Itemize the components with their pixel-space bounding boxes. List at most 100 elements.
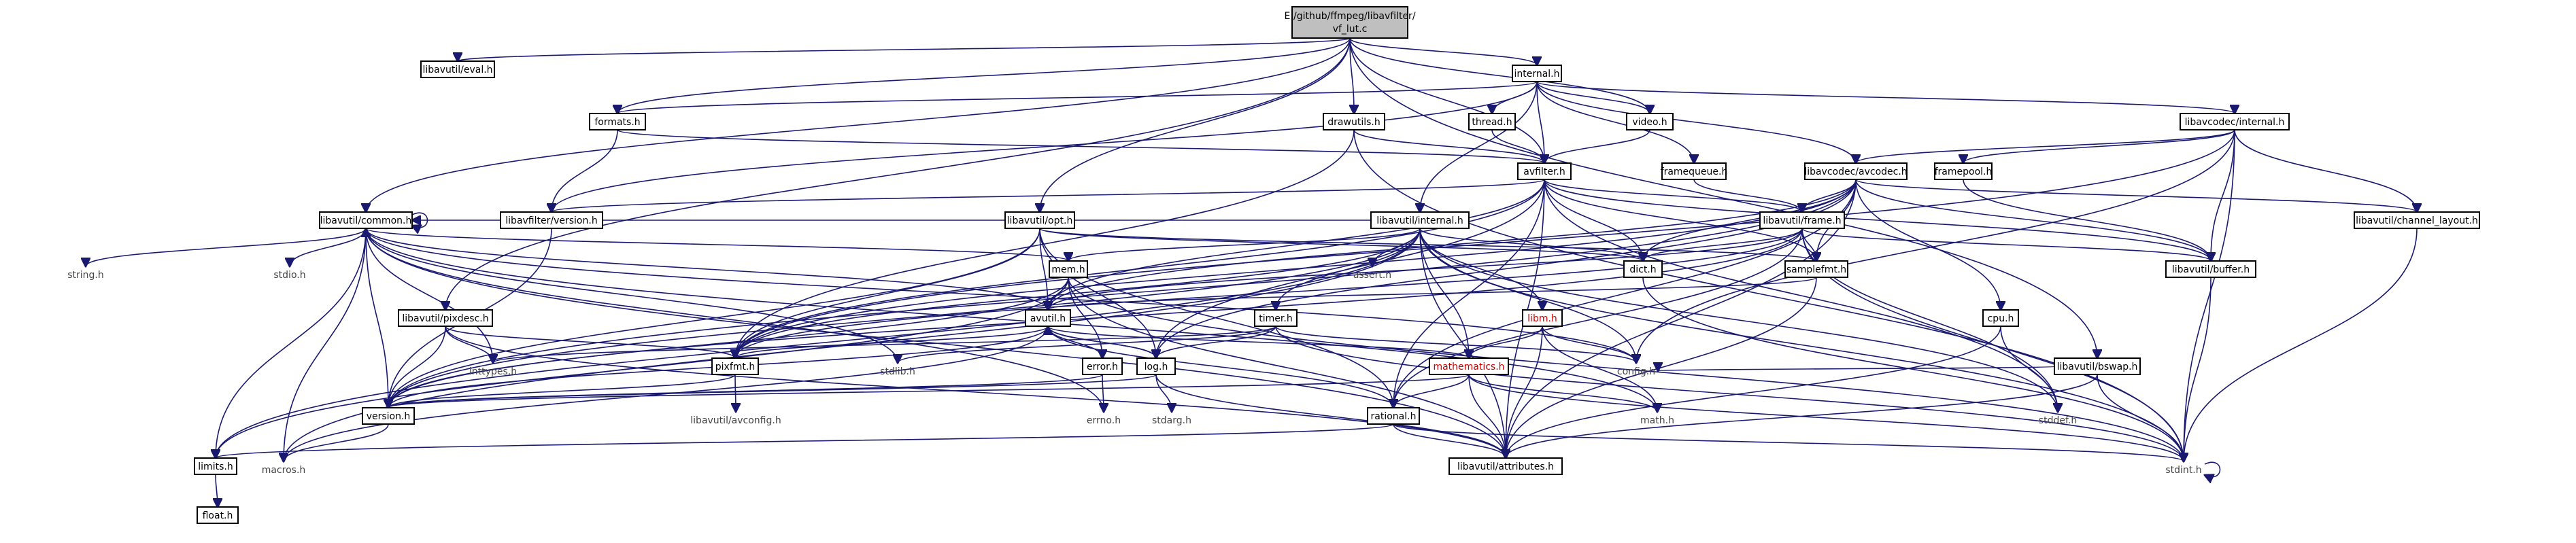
node-channel-layout[interactable]: libavutil/channel_layout.h	[2354, 211, 2480, 229]
edge-root-to-libavutil_eval	[458, 37, 1351, 61]
edge-internal_h-to-lavu_internal	[1420, 81, 1538, 212]
node-float[interactable]: float.h	[197, 506, 239, 524]
node-timer[interactable]: timer.h	[1254, 309, 1298, 327]
node-lavc-avcodec[interactable]: libavcodec/avcodec.h	[1804, 162, 1908, 180]
node-stdarg[interactable]: stdarg.h	[1151, 412, 1193, 428]
node-opt[interactable]: libavutil/opt.h	[1004, 211, 1075, 229]
node-formats[interactable]: formats.h	[589, 113, 646, 130]
node-internal-h[interactable]: internal.h	[1512, 65, 1562, 82]
node-dict[interactable]: dict.h	[1623, 260, 1663, 278]
node-stdio[interactable]: stdio.h	[272, 266, 307, 283]
node-drawutils[interactable]: drawutils.h	[1323, 113, 1385, 130]
node-errno[interactable]: errno.h	[1085, 412, 1123, 428]
node-label-error: error.h	[1087, 362, 1118, 372]
node-thread[interactable]: thread.h	[1468, 113, 1516, 130]
node-bswap[interactable]: libavutil/bswap.h	[2054, 357, 2141, 375]
node-lavc-internal[interactable]: libavcodec/internal.h	[2180, 113, 2290, 130]
node-frame[interactable]: libavutil/frame.h	[1759, 211, 1845, 229]
node-cpu[interactable]: cpu.h	[1982, 309, 2019, 327]
edge-log-to-avutil	[1048, 326, 1157, 359]
node-error[interactable]: error.h	[1082, 357, 1123, 375]
node-box-buffer	[2165, 260, 2256, 278]
edge-root-to-opt	[1040, 37, 1351, 212]
edge-libm-to-attributes	[1506, 326, 1543, 458]
node-common[interactable]: libavutil/common.h	[319, 211, 413, 229]
edge-log-to-attributes	[1155, 374, 1506, 458]
node-label-stddef: stddef.h	[2039, 415, 2077, 426]
edge-avfilter-to-frame	[1544, 179, 1802, 212]
edge-stdint-to-stdint	[2205, 461, 2221, 477]
node-label-buffer: libavutil/buffer.h	[2172, 264, 2250, 275]
root-label-line1: E:/github/ffmpeg/libavfilter/	[1284, 11, 1415, 22]
edge-lavc_avcodec-to-log	[1156, 179, 1857, 358]
edge-avfilter-to-buffer	[1544, 179, 2211, 261]
node-libm[interactable]: libm.h	[1522, 309, 1563, 327]
node-lavfi-version[interactable]: libavfilter/version.h	[500, 211, 603, 229]
node-attributes[interactable]: libavutil/attributes.h	[1448, 457, 1563, 475]
edge-avutil-to-mathematics	[1047, 326, 1469, 358]
node-buffer[interactable]: libavutil/buffer.h	[2165, 260, 2256, 278]
edge-root-to-drawutils	[1350, 37, 1354, 113]
node-inttypes[interactable]: inttypes.h	[467, 363, 519, 379]
node-label-inttypes: inttypes.h	[469, 366, 517, 377]
edge-lavc_internal-to-lavc_avcodec	[1856, 129, 2235, 163]
node-stdlib[interactable]: stdlib.h	[877, 363, 918, 379]
edge-frame-to-pixfmt	[735, 228, 1803, 358]
node-avfilter[interactable]: avfilter.h	[1517, 162, 1572, 180]
edge-bswap-to-stdint	[2097, 374, 2184, 461]
edge-opt-to-avutil	[1039, 228, 1048, 310]
node-assert[interactable]: assert.h	[1352, 266, 1393, 283]
node-math[interactable]: math.h	[1638, 412, 1676, 428]
edge-frame-to-avutil	[1048, 228, 1803, 310]
edge-root-to-bswap	[1349, 37, 2097, 358]
edge-lavc_internal-to-buffer	[2211, 129, 2235, 261]
node-label-internal-h: internal.h	[1514, 69, 1559, 80]
edge-mathematics-to-rational	[1393, 374, 1470, 408]
node-label-dict: dict.h	[1629, 264, 1656, 275]
node-pixfmt[interactable]: pixfmt.h	[711, 357, 759, 375]
node-mem[interactable]: mem.h	[1049, 260, 1088, 278]
node-root[interactable]: E:/github/ffmpeg/libavfilter/vf_lut.cE:/…	[1284, 6, 1416, 39]
node-video[interactable]: video.h	[1626, 113, 1674, 130]
node-avconfig[interactable]: libavutil/avconfig.h	[689, 412, 783, 428]
node-box-formats	[589, 113, 646, 130]
node-stdint[interactable]: stdint.h	[2163, 461, 2205, 478]
node-framepool[interactable]: framepool.h	[1934, 162, 1993, 180]
edge-avutil-to-rational	[1047, 326, 1393, 408]
node-string[interactable]: string.h	[65, 266, 106, 283]
edge-root-to-common	[366, 37, 1351, 212]
node-limits[interactable]: limits.h	[194, 457, 237, 475]
edge-mem-to-attributes	[1068, 277, 1506, 458]
node-label-string: string.h	[67, 270, 104, 281]
node-box-libavutil-eval	[420, 60, 495, 78]
node-version[interactable]: version.h	[362, 407, 415, 425]
edge-version-to-macros	[284, 423, 389, 461]
edge-avutil-to-common	[366, 228, 1049, 311]
edge-root-to-video	[1349, 37, 1650, 113]
node-label-stdio: stdio.h	[273, 270, 305, 281]
node-rational[interactable]: rational.h	[1367, 407, 1420, 425]
node-mathematics[interactable]: mathematics.h	[1429, 357, 1509, 375]
node-label-opt: libavutil/opt.h	[1007, 215, 1073, 226]
node-samplefmt[interactable]: samplefmt.h	[1784, 260, 1848, 278]
node-box-frame	[1759, 211, 1845, 229]
node-libavutil-eval[interactable]: libavutil/eval.h	[420, 60, 495, 78]
node-box-rational	[1367, 407, 1420, 425]
node-lavu-internal[interactable]: libavutil/internal.h	[1370, 211, 1470, 229]
edge-dict-to-stdint	[1642, 277, 2184, 461]
node-box-framepool	[1934, 162, 1993, 180]
node-log[interactable]: log.h	[1136, 357, 1176, 375]
node-pixdesc[interactable]: libavutil/pixdesc.h	[398, 309, 493, 327]
node-label-video: video.h	[1632, 117, 1667, 128]
node-config[interactable]: config.h	[1614, 363, 1658, 379]
node-layer: E:/github/ffmpeg/libavfilter/vf_lut.cE:/…	[65, 6, 2480, 524]
node-label-thread: thread.h	[1472, 117, 1512, 128]
edge-timer-to-inttypes	[493, 326, 1276, 363]
node-label-avutil: avutil.h	[1030, 313, 1066, 324]
node-framequeue[interactable]: framequeue.h	[1661, 162, 1728, 180]
node-macros[interactable]: macros.h	[260, 461, 307, 478]
edge-lavu_internal-to-dict	[1419, 228, 1643, 261]
node-avutil[interactable]: avutil.h	[1025, 309, 1071, 327]
node-label-version: version.h	[367, 411, 411, 422]
node-stddef[interactable]: stddef.h	[2036, 412, 2080, 428]
